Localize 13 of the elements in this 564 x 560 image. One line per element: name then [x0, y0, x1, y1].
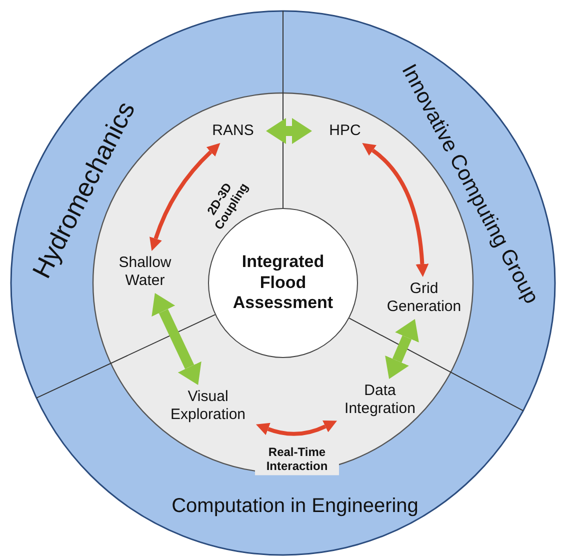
topic-label: Visual Exploration — [163, 388, 253, 424]
topic-label: RANS — [203, 122, 263, 140]
double-arrow — [154, 293, 199, 385]
double-arrow — [256, 420, 338, 436]
edge-label: Real-Time Interaction — [255, 445, 339, 475]
double-arrow — [150, 142, 220, 251]
double-arrow — [388, 319, 416, 379]
double-arrow — [266, 121, 312, 141]
double-arrow — [362, 142, 429, 277]
sector-title: Computation in Engineering — [172, 494, 418, 518]
topic-label: Grid Generation — [382, 280, 466, 316]
topic-label: HPC — [315, 122, 375, 140]
topic-label: Data Integration — [340, 382, 420, 418]
